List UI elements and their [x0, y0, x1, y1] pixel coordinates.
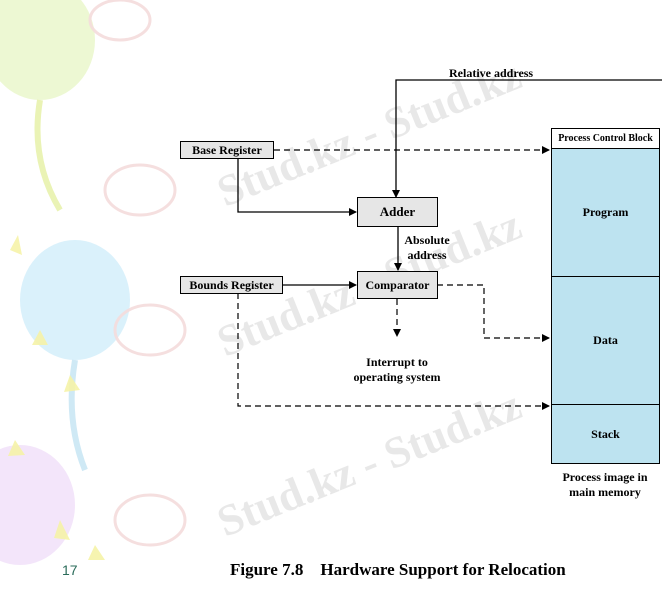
data-segment: Data: [552, 277, 659, 405]
comparator-label: Comparator: [365, 277, 430, 292]
bounds-register-box: Bounds Register: [180, 276, 283, 294]
base-register-label: Base Register: [192, 142, 262, 157]
data-label: Data: [593, 333, 618, 347]
program-segment: Program: [552, 149, 659, 277]
process-image-line-1: Process image in: [562, 470, 648, 484]
base-to-adder-arrow: [237, 159, 357, 216]
bounds-to-stack-arrow: [237, 293, 550, 410]
base-register-box: Base Register: [180, 141, 274, 159]
absolute-address-line-1: Absolute: [404, 233, 450, 247]
interrupt-line-2: operating system: [353, 370, 441, 384]
adder-label: Adder: [379, 204, 416, 219]
sun-rays: [8, 235, 105, 560]
process-control-block: Process Control Block: [552, 129, 659, 149]
balloon-blue-string: [68, 359, 88, 472]
interrupt-line-1: Interrupt to: [366, 355, 428, 369]
figure-caption: Figure 7.8 Hardware Support for Relocati…: [230, 560, 566, 579]
relative-address-label: Relative address: [449, 66, 534, 80]
process-image: Process Control Block Program Data Stack: [551, 128, 660, 464]
page-number: 17: [62, 562, 78, 578]
relative-address-arrow: [392, 79, 662, 198]
comparator-box: Comparator: [357, 271, 438, 299]
interrupt-label: Interrupt to operating system: [340, 355, 454, 385]
balloon-green: [0, 0, 95, 100]
program-label: Program: [582, 205, 629, 219]
balloon-green-string: [34, 99, 63, 212]
balloon-blue: [20, 240, 130, 360]
process-image-line-2: main memory: [569, 485, 641, 499]
bird-outlines: [88, 0, 187, 547]
stack-label: Stack: [591, 426, 620, 441]
absolute-address-line-2: address: [407, 248, 447, 262]
stack-segment: Stack: [552, 405, 659, 463]
process-image-label: Process image in main memory: [548, 470, 662, 500]
process-control-block-label: Process Control Block: [558, 133, 653, 144]
absolute-address-label: Absolute address: [401, 233, 453, 263]
adder-box: Adder: [357, 197, 438, 227]
comparator-to-data-arrow: [437, 284, 550, 342]
bounds-register-label: Bounds Register: [189, 277, 274, 292]
